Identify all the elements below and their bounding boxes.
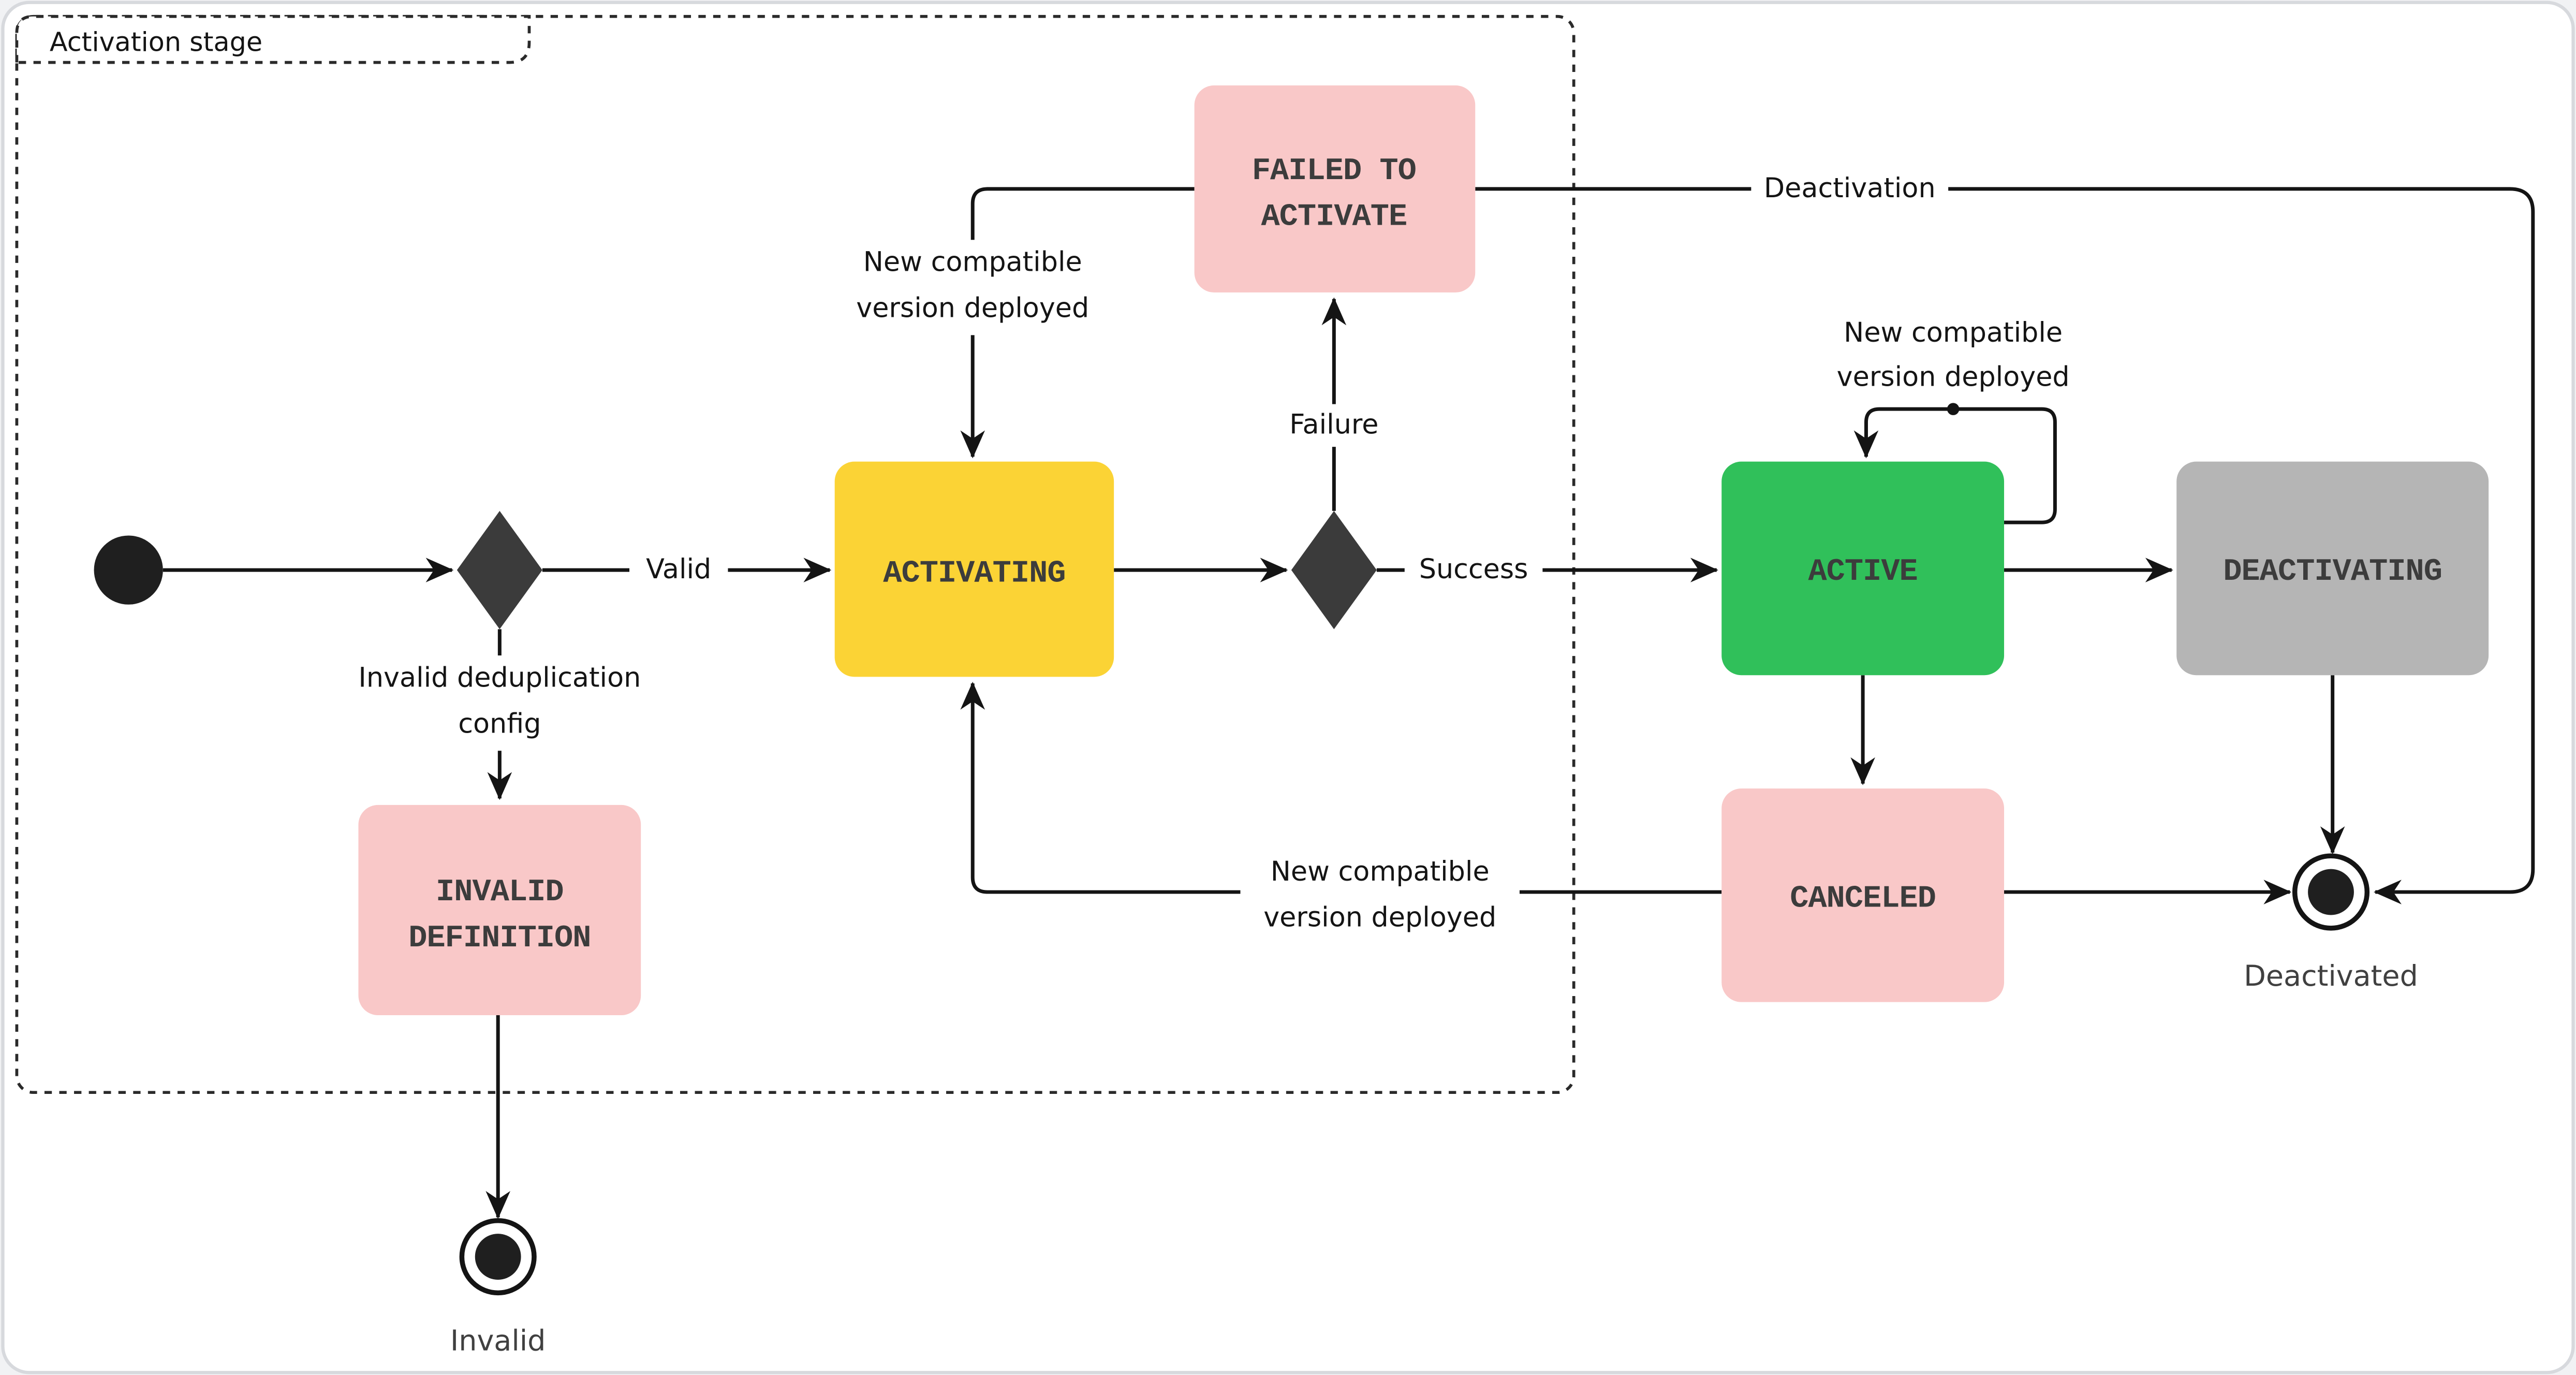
state-invalid-definition: [358, 804, 641, 1016]
failure-label: Failure: [1289, 409, 1378, 441]
state-activating-label: ACTIVATING: [883, 556, 1065, 591]
final-state-deactivated-core: [2308, 869, 2354, 915]
final-state-invalid-core: [475, 1234, 521, 1280]
edge-labels: Valid Success Failure Deactivation Inval…: [358, 172, 2069, 933]
invalid-dedup-label-line1: Invalid deduplication: [358, 662, 641, 693]
final-state-invalid: Invalid: [450, 1218, 546, 1357]
state-canceled-label: CANCELED: [1790, 882, 1936, 917]
invalid-dedup-label-bg: [332, 655, 668, 751]
ncvd-loop-label-bg: [1813, 312, 2093, 401]
final-state-invalid-label: Invalid: [450, 1324, 546, 1357]
state-deactivating: [2176, 461, 2489, 676]
edge-deactivation-to-deactivated: [1475, 187, 2535, 904]
state-active: [1721, 461, 2005, 676]
ncvd-bottom-label-bg: [1240, 849, 1520, 942]
valid-label: Valid: [646, 553, 711, 585]
edge-failed-to-activate-to-activating: [960, 187, 1195, 459]
ncvd-loop-label-line2: version deployed: [1837, 361, 2070, 393]
failure-label-bg: [1271, 404, 1396, 447]
activation-stage-label: Activation stage: [50, 26, 262, 57]
ncvd-bottom-label-line2: version deployed: [1263, 902, 1496, 933]
final-state-deactivated-ring: [2292, 853, 2370, 931]
valid-label-bg: [629, 547, 728, 590]
initial-state-node: [94, 535, 163, 605]
final-state-deactivated-label: Deactivated: [2244, 959, 2418, 993]
success-label: Success: [1419, 553, 1528, 585]
ncvd-bottom-label-line1: New compatible: [1271, 856, 1490, 887]
activation-stage-label-tab: [15, 14, 531, 64]
invalid-dedup-label-line2: config: [458, 708, 541, 739]
state-invalid-definition-label-line2: DEFINITION: [408, 921, 591, 956]
state-failed-to-activate-label-line1: FAILED TO: [1252, 154, 1416, 189]
state-failed-to-activate-label-line2: ACTIVATE: [1261, 200, 1407, 235]
ncvd-left-label-bg: [834, 240, 1111, 335]
activation-stage-container: [15, 14, 1576, 1094]
final-state-deactivated: Deactivated: [2244, 853, 2418, 993]
edge-label-backgrounds: [332, 166, 2093, 942]
deactivation-label: Deactivation: [1764, 172, 1936, 204]
edge-canceled-to-activating: [960, 681, 1722, 894]
activation-result-decision-diamond: [1291, 510, 1377, 630]
success-label-bg: [1404, 547, 1543, 590]
ncvd-left-label-line1: New compatible: [863, 246, 1082, 278]
final-state-invalid-ring: [459, 1218, 537, 1296]
state-invalid-definition-label-line1: INVALID: [436, 875, 564, 910]
state-nodes: ACTIVATING FAILED TO ACTIVATE ACTIVE DEA…: [358, 85, 2489, 1016]
deactivation-label-bg: [1751, 166, 1949, 211]
edge-active-self-loop: [1853, 407, 2057, 524]
state-canceled: [1721, 788, 2005, 1002]
state-activating: [834, 461, 1114, 677]
state-failed-to-activate: [1194, 85, 1476, 292]
state-active-label: ACTIVE: [1808, 554, 1917, 590]
ncvd-left-label-line2: version deployed: [856, 292, 1089, 324]
state-deactivating-label: DEACTIVATING: [2223, 554, 2442, 590]
ncvd-loop-label-line1: New compatible: [1844, 317, 2063, 348]
self-loop-waypoint-dot: [1947, 403, 1960, 415]
